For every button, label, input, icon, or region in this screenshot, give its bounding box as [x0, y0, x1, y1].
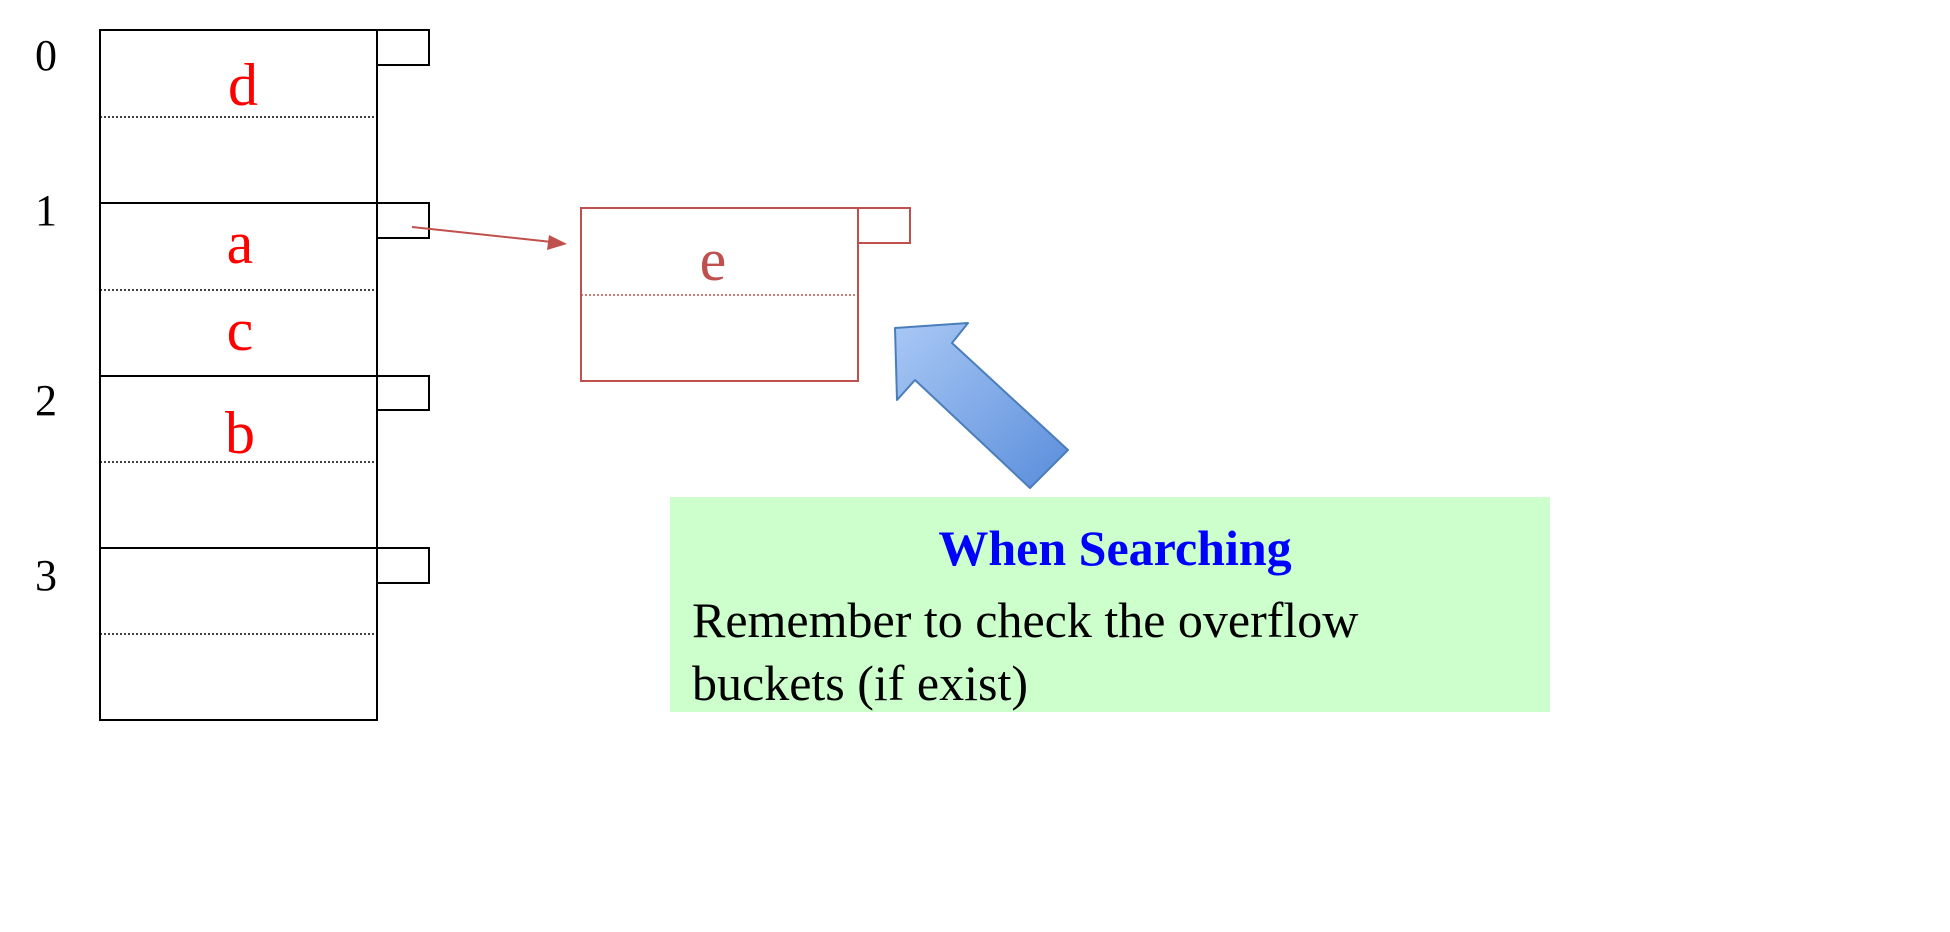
- overflow-pointer-3: [376, 547, 430, 584]
- overflow-pointer-0: [376, 29, 430, 66]
- overflow-pointer-2: [376, 375, 430, 411]
- callout-line-1: Remember to check the overflow: [692, 592, 1358, 648]
- bucket-array: [99, 29, 430, 721]
- callout-line-2: buckets (if exist): [692, 655, 1028, 711]
- overflow-entry-0: e: [700, 227, 727, 293]
- overflow-pointer-1: [376, 202, 430, 239]
- overflow-link-arrow: [411, 226, 567, 250]
- overflow-bucket: [580, 207, 911, 382]
- bucket-1-entry-0: a: [227, 210, 254, 276]
- bucket-index-3: 3: [35, 551, 57, 600]
- bucket-index-2: 2: [35, 376, 57, 425]
- overflow-pointer: [857, 207, 911, 244]
- callout-title: When Searching: [938, 520, 1291, 576]
- bucket-index-0: 0: [35, 31, 57, 80]
- bucket-0-entry-0: d: [228, 52, 258, 118]
- callout-box: When Searching Remember to check the ove…: [670, 497, 1550, 712]
- bucket-2-entry-0: b: [225, 400, 255, 466]
- block-arrow-icon: [894, 322, 1069, 489]
- bucket-index-1: 1: [35, 186, 57, 235]
- bucket-1-entry-1: c: [227, 297, 254, 363]
